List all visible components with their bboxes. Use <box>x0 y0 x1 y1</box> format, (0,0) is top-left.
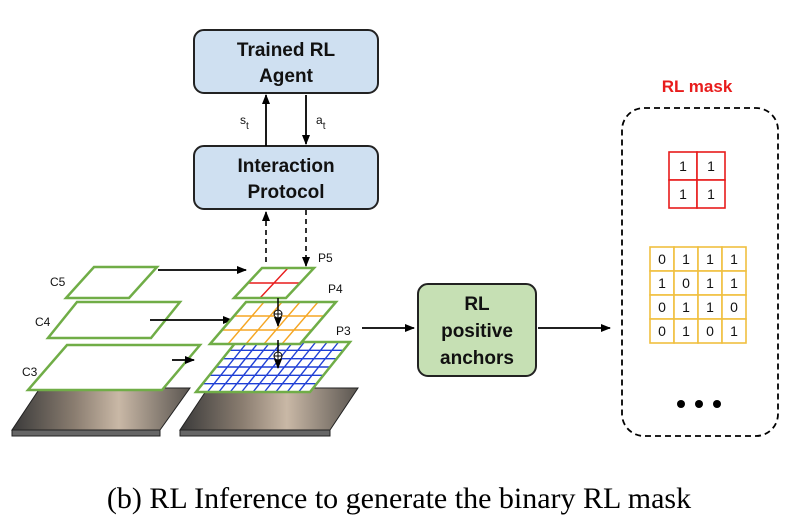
agent-label-line1: Trained RL <box>237 40 336 61</box>
backbone-label-c4: C4 <box>35 315 51 329</box>
anchors-label-line3: anchors <box>440 348 514 369</box>
mask-large-cell <box>697 294 723 320</box>
state-label: st <box>240 113 249 132</box>
merge-node-p3 <box>273 351 283 361</box>
trained-rl-agent-box: Trained RL Agent <box>193 29 379 94</box>
mask-large-cell <box>673 318 699 344</box>
p4-outline <box>207 300 339 346</box>
mask-large-cell <box>697 318 723 344</box>
pyramid-level-p5 <box>231 266 317 300</box>
mask-large-value: 1 <box>730 251 738 267</box>
mask-large-value: 1 <box>730 275 738 291</box>
mask-large-value: 0 <box>706 323 714 339</box>
mask-large-value: 1 <box>682 251 690 267</box>
mask-large-value: 1 <box>706 251 714 267</box>
mask-small-value: 1 <box>679 158 687 174</box>
mask-large-value: 0 <box>658 299 666 315</box>
p5-outline <box>231 266 317 300</box>
mask-grid-small: 1 1 1 1 <box>668 151 726 209</box>
backbone-label-c5: C5 <box>50 275 66 289</box>
mask-small-cell <box>696 151 726 181</box>
mask-small-value: 1 <box>707 186 715 202</box>
rl-positive-anchors-box: RL positive anchors <box>417 283 537 377</box>
pyramid-label-p5: P5 <box>318 251 333 265</box>
mask-large-value: 1 <box>706 275 714 291</box>
pyramid-input-image <box>179 387 359 437</box>
p3-outline <box>193 340 353 394</box>
mask-small-cell <box>668 151 698 181</box>
p4-gridline <box>263 301 301 345</box>
backbone-layer-c3 <box>25 343 203 392</box>
protocol-label-line1: Interaction <box>237 156 334 177</box>
backbone-layer-c4 <box>45 300 183 340</box>
mask-small-cell <box>696 179 726 209</box>
anchors-label-line1: RL <box>464 294 490 315</box>
rl-mask-title: RL mask <box>662 77 733 96</box>
backbone-label-c3: C3 <box>22 365 38 379</box>
mask-large-value: 1 <box>658 275 666 291</box>
backbone-input-image <box>11 387 191 437</box>
mask-small-value: 1 <box>707 158 715 174</box>
agent-label-line2: Agent <box>259 66 314 87</box>
backbone-layer-c5 <box>63 265 160 300</box>
pyramid-level-p3 <box>193 340 353 394</box>
interaction-protocol-box: Interaction Protocol <box>193 145 379 210</box>
mask-large-value: 0 <box>658 323 666 339</box>
mask-large-cell <box>649 318 675 344</box>
protocol-label-line2: Protocol <box>247 182 324 203</box>
mask-large-value: 0 <box>682 275 690 291</box>
p4-gridline <box>281 301 319 345</box>
pyramid-label-p3: P3 <box>336 324 351 338</box>
ellipsis-dots <box>677 400 721 408</box>
mask-large-value: 0 <box>730 299 738 315</box>
p4-gridline <box>245 301 283 345</box>
mask-large-value: 1 <box>730 323 738 339</box>
mask-large-value: 0 <box>658 251 666 267</box>
pyramid-level-p4 <box>207 300 339 346</box>
merge-node-p4 <box>273 309 283 319</box>
mask-large-value: 1 <box>682 323 690 339</box>
mask-small-value: 1 <box>679 186 687 202</box>
figure-caption: (b) RL Inference to generate the binary … <box>107 482 691 515</box>
mask-large-cell <box>697 270 723 296</box>
action-label: at <box>316 113 326 132</box>
mask-small-cell <box>668 179 698 209</box>
rl-mask-panel <box>621 107 779 437</box>
anchors-label-line2: positive <box>441 321 513 342</box>
mask-large-value: 1 <box>706 299 714 315</box>
pyramid-label-p4: P4 <box>328 282 343 296</box>
mask-large-value: 1 <box>682 299 690 315</box>
mask-large-cell <box>721 318 747 344</box>
p4-gridline <box>227 301 265 345</box>
